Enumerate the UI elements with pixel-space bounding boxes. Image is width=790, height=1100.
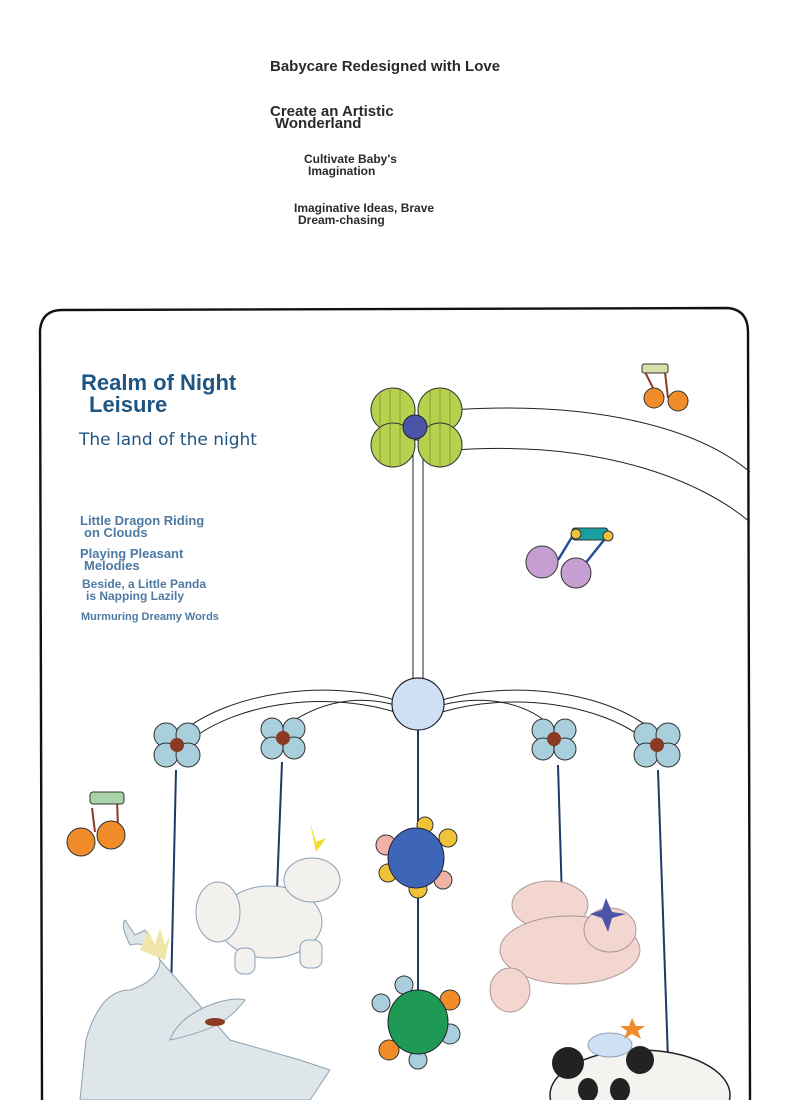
header-line-artistic-1: Create an Artistic <box>270 103 394 120</box>
story-line-melodies-2: Melodies <box>84 558 140 573</box>
blue-flower-icon <box>531 718 577 761</box>
blue-flower-icon <box>260 717 306 760</box>
blue-plush-toy <box>375 816 458 899</box>
panda-plush-toy <box>549 1018 731 1100</box>
header-line-imagination-1: Cultivate Baby's <box>304 152 397 166</box>
blue-flower-icon <box>153 722 201 768</box>
bunny-plush-toy <box>489 880 641 1013</box>
mobile-arch-upper <box>449 407 751 473</box>
story-line-dragon-2: on Clouds <box>84 525 148 540</box>
story-line-dragon-1: Little Dragon Riding <box>80 513 205 528</box>
illustration-frame <box>38 306 752 1100</box>
dragon-plush-toy <box>79 919 331 1100</box>
music-note-orange-icon <box>66 791 126 857</box>
story-line-dreamy: Murmuring Dreamy Words <box>81 611 219 623</box>
section-title-line-1: Realm of Night <box>81 370 237 395</box>
green-plush-toy <box>371 975 461 1070</box>
header-line-artistic-2: Wonderland <box>275 115 362 132</box>
tagline: Babycare Redesigned with Love <box>270 58 501 75</box>
story-line-melodies: Playing Pleasant Melodies <box>80 546 184 573</box>
mobile-arch-lower <box>454 447 751 523</box>
green-flower-icon <box>370 387 463 468</box>
section-title-line-2: Leisure <box>89 392 168 417</box>
header-line-dream-1: Imaginative Ideas, Brave <box>294 201 435 215</box>
sheep-plush-toy <box>195 822 341 975</box>
header-line-dream: Imaginative Ideas, Brave Dream-chasing <box>294 202 434 226</box>
music-note-orange-icon <box>641 363 689 412</box>
music-note-purple-icon <box>525 527 614 589</box>
header-line-artistic: Create an Artistic Wonderland <box>270 103 394 132</box>
header-line-imagination-2: Imagination <box>308 164 376 178</box>
section-subtitle: The land of the night <box>79 430 257 450</box>
header-line-imagination: Cultivate Baby's Imagination <box>304 153 397 177</box>
mobile-hub <box>391 677 445 731</box>
section-title: Realm of Night Leisure <box>81 372 236 416</box>
story-line-dragon: Little Dragon Riding on Clouds <box>80 513 205 540</box>
mobile-pole <box>412 439 424 681</box>
story-line-panda-1: Beside, a Little Panda <box>82 577 207 591</box>
blue-flower-icon <box>633 722 681 768</box>
story-line-dreamy-1: Murmuring Dreamy Words <box>81 611 219 623</box>
story-line-panda: Beside, a Little Panda is Napping Lazily <box>82 578 206 602</box>
header-line-dream-2: Dream-chasing <box>298 213 385 227</box>
story-line-melodies-1: Playing Pleasant <box>80 546 184 561</box>
story-line-panda-2: is Napping Lazily <box>86 589 185 603</box>
